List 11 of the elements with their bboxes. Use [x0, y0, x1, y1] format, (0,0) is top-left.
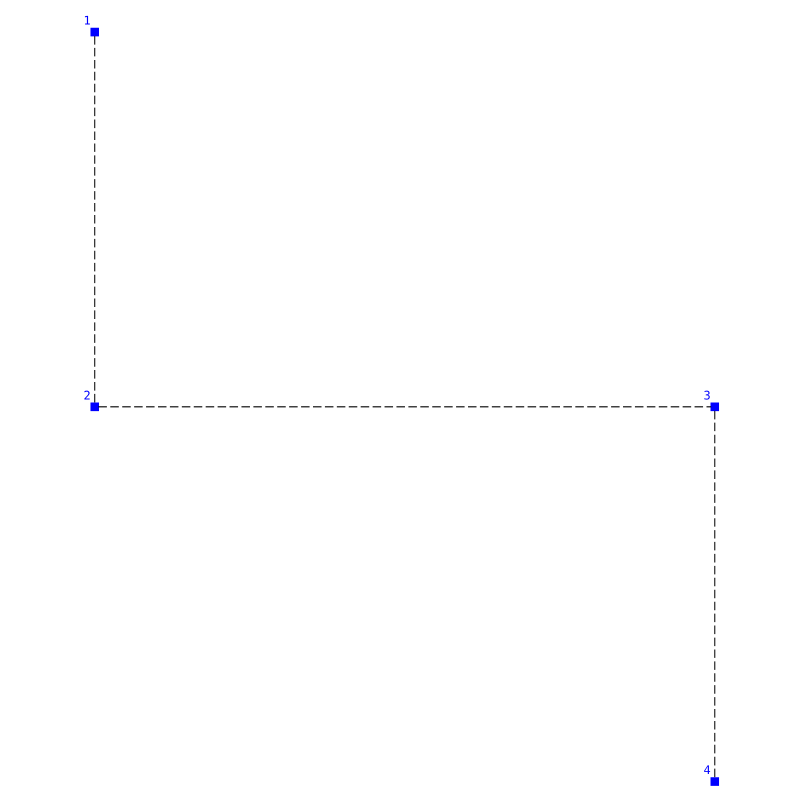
node-box: [90, 28, 98, 36]
node-box: [710, 402, 719, 412]
node-box: [710, 777, 719, 786]
node-label: 4: [703, 763, 710, 778]
node-label: 3: [703, 388, 710, 402]
node-label: 2: [82, 388, 90, 402]
connector: [94, 36, 95, 403]
connector: [714, 410, 715, 778]
node-box: [90, 402, 98, 412]
node-label: 1: [82, 14, 90, 28]
connector: [98, 406, 711, 408]
